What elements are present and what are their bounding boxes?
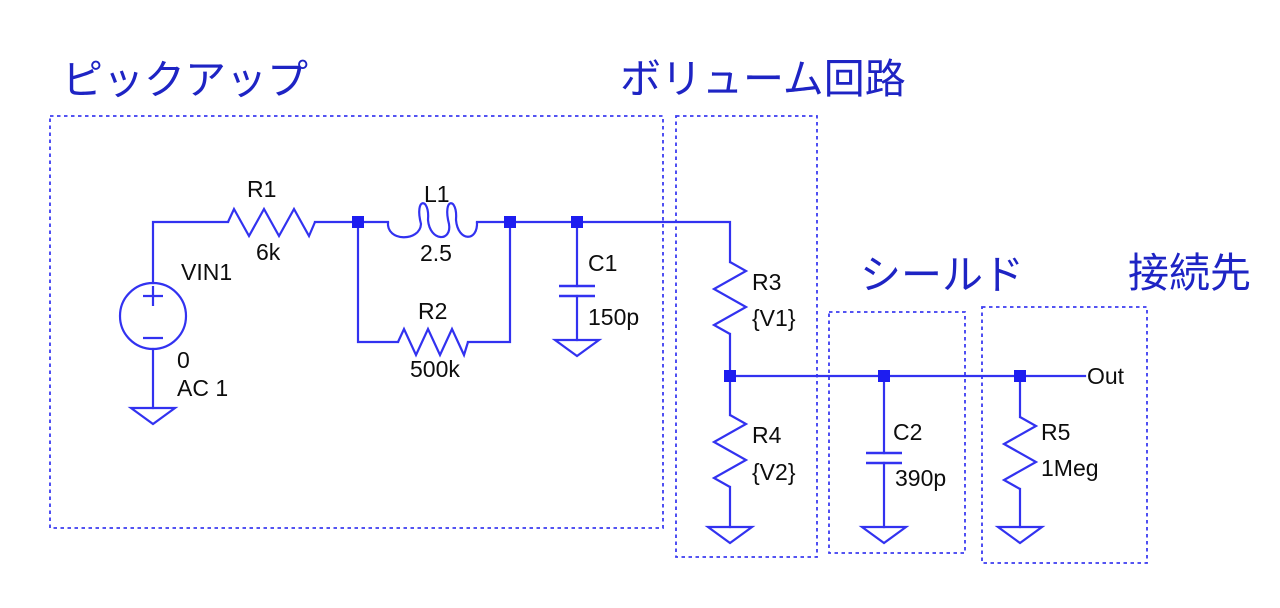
voltage-source-vin1[interactable]: VIN1 0 AC 1	[118, 259, 232, 401]
wire-junction	[504, 216, 516, 228]
r4-designator[interactable]: R4	[752, 422, 782, 448]
resistor-r4[interactable]: R4 {V2}	[711, 414, 796, 488]
r3-designator[interactable]: R3	[752, 269, 781, 295]
plus-icon	[143, 286, 163, 306]
capacitor-plates[interactable]	[559, 284, 595, 298]
resistor-r5[interactable]: R5 1Meg	[1001, 416, 1099, 490]
c1-value[interactable]: 150p	[588, 304, 639, 330]
shield-box	[828, 311, 966, 554]
destination-title: 接続先	[1128, 249, 1251, 297]
out-net-label[interactable]: Out	[1087, 363, 1125, 389]
ground-icon	[994, 525, 1046, 545]
section-titles: ピックアップ ボリューム回路 シールド 接続先	[62, 55, 1251, 299]
capacitor-c2[interactable]: C2 390p	[866, 419, 946, 491]
destination-box	[981, 306, 1148, 564]
c1-designator[interactable]: C1	[588, 250, 617, 276]
vin1-spec[interactable]: AC 1	[177, 375, 228, 401]
inductor-l1[interactable]: L1 2.5	[386, 181, 479, 266]
r1-value[interactable]: 6k	[256, 239, 281, 265]
resistor-zigzag[interactable]	[1001, 416, 1039, 490]
pickup-box	[49, 115, 664, 529]
r5-value[interactable]: 1Meg	[1041, 455, 1099, 481]
resistor-r3[interactable]: R3 {V1}	[711, 261, 796, 335]
pickup-title: ピックアップ	[62, 56, 308, 104]
volume-title: ボリューム回路	[620, 55, 906, 103]
r2-designator[interactable]: R2	[418, 298, 447, 324]
resistor-r2[interactable]: R2 500k	[397, 298, 470, 382]
wire-junction	[724, 370, 736, 382]
l1-designator[interactable]: L1	[424, 181, 450, 207]
c2-value[interactable]: 390p	[895, 465, 946, 491]
ground-symbols	[127, 338, 1046, 545]
shield-title: シールド	[860, 251, 1024, 299]
l1-value[interactable]: 2.5	[420, 240, 452, 266]
ground-icon	[551, 338, 603, 358]
resistor-zigzag[interactable]	[227, 206, 317, 239]
wire-junction	[878, 370, 890, 382]
wire-r2-left[interactable]	[356, 220, 400, 344]
inductor-coil[interactable]	[386, 202, 479, 239]
wire-vin1-to-r1[interactable]	[151, 220, 230, 285]
r3-value[interactable]: {V1}	[752, 305, 796, 331]
wire-junctions	[352, 216, 1026, 382]
vin1-designator[interactable]: VIN1	[181, 259, 232, 285]
wire-l1-to-r3[interactable]	[475, 220, 732, 264]
r4-value[interactable]: {V2}	[752, 459, 796, 485]
r2-value[interactable]: 500k	[410, 356, 460, 382]
group-boxes	[49, 115, 1148, 564]
c2-designator[interactable]: C2	[893, 419, 922, 445]
r5-designator[interactable]: R5	[1041, 419, 1070, 445]
vin1-value[interactable]: 0	[177, 347, 190, 373]
capacitor-plates[interactable]	[866, 451, 902, 465]
wire-junction	[1014, 370, 1026, 382]
resistor-zigzag[interactable]	[711, 261, 749, 335]
wire-junction	[571, 216, 583, 228]
ground-icon	[704, 525, 756, 545]
wire-r2-right[interactable]	[466, 220, 512, 344]
voltage-source-circle[interactable]	[118, 281, 188, 351]
capacitor-c1[interactable]: C1 150p	[559, 250, 639, 330]
resistor-zigzag[interactable]	[397, 326, 470, 359]
ground-icon	[127, 406, 179, 426]
wire-junction	[352, 216, 364, 228]
resistor-r1[interactable]: R1 6k	[227, 176, 317, 265]
ground-icon	[858, 525, 910, 545]
r1-designator[interactable]: R1	[247, 176, 276, 202]
resistor-zigzag[interactable]	[711, 414, 749, 488]
volume-box	[675, 115, 818, 558]
